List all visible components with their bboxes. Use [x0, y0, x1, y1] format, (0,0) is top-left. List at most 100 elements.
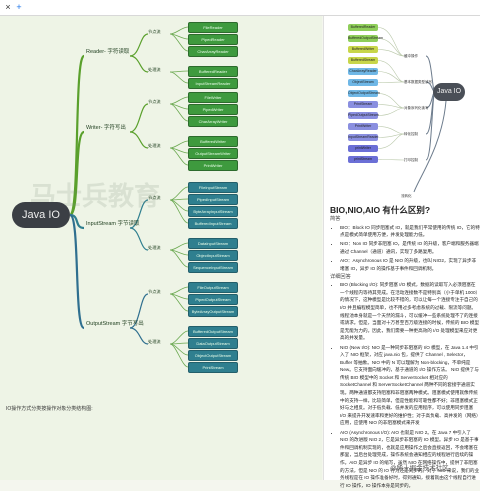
connector — [169, 343, 189, 368]
right-map-leaf: ObjectOutputStream — [348, 90, 380, 97]
mindmap-leaf: SequenceInputStream — [188, 262, 238, 273]
right-map-connectors — [377, 27, 447, 193]
mindmap-leaf: PipedReader — [188, 34, 238, 45]
detail-label: 详细回答 — [330, 273, 351, 280]
brief-item: NIO：Non IO 同步非阻塞 IO，是传统 IO 的升级，客户端和服务器端通… — [340, 240, 480, 255]
connector — [169, 242, 189, 251]
mindmap-leaf: OutputStreamWriter — [188, 148, 238, 159]
mindmap-leaf: DataOutputStream — [188, 338, 238, 349]
branch-label: Reader- 字符读取 — [86, 49, 130, 55]
group-label: 节点流 — [148, 29, 161, 34]
mindmap-leaf: FileReader — [188, 22, 238, 33]
mindmap-leaf: FileOutputStream — [188, 282, 238, 293]
branch-label: Writer- 字符写出 — [86, 125, 126, 131]
group-label: 处理流 — [148, 67, 161, 72]
mindmap-leaf: BufferedOutputStream — [188, 326, 238, 337]
connector — [129, 131, 149, 149]
connector — [129, 227, 149, 251]
connector — [413, 100, 447, 193]
right-map-leaf: BufferedStream — [348, 57, 378, 64]
connector — [169, 96, 189, 105]
connector — [377, 159, 405, 161]
right-map-leaf: InputStreamReader — [348, 134, 379, 141]
detail-item: NIO (New I/O): NIO 是一种同步非阻塞的 I/O 模型，在 Ja… — [340, 344, 480, 428]
connector — [169, 293, 189, 312]
mindmap-leaf: FileInputStream — [188, 182, 238, 193]
mindmap-leaf: ObjectInputStream — [188, 250, 238, 261]
doc-body: BIO,NIO,AIO 有什么区别? 简答 BIO：Block IO 同步阻塞式… — [330, 204, 480, 491]
right-map-leaf: CharArrayReader — [348, 68, 378, 75]
mindmap-leaf: CharArrayReader — [188, 46, 238, 57]
mindmap-leaf: PipedInputStream — [188, 194, 238, 205]
mindmap-leaf: PrintWriter — [188, 160, 238, 171]
connector — [169, 70, 189, 73]
connector — [169, 71, 189, 84]
mindmap-caption: IO操作方式分类按操作对象分类结构图: — [6, 406, 93, 412]
connector — [377, 71, 405, 83]
mindmap-leaf: PipedOutputStream — [188, 294, 238, 305]
new-tab-button[interactable]: + — [16, 2, 22, 12]
right-map-leaf: BufferedOutputStream — [348, 35, 383, 42]
group-label: 处理流 — [148, 245, 161, 250]
mindmap-leaf: ByteArrayInputStream — [188, 206, 238, 217]
connector — [68, 130, 86, 217]
right-map-leaf: PipedOutputStream — [348, 112, 379, 119]
doc-title: BIO,NIO,AIO 有什么区别? — [330, 205, 431, 215]
mindmap-connectors — [68, 26, 189, 368]
right-map-group-label: 打印控制 — [404, 158, 418, 162]
mindmap-leaf: BufferedReader — [188, 66, 238, 77]
right-map-leaf: printWriter — [348, 145, 378, 152]
connector — [169, 103, 189, 122]
mindmap-root: Java IO — [12, 202, 70, 228]
connector — [129, 55, 149, 73]
brief-label: 简答 — [330, 216, 341, 222]
connector — [377, 133, 405, 149]
group-label: 节点流 — [148, 99, 161, 104]
brief-item: AIO：Asynchronous IO 是 NIO 的升级，也叫 NIO2，实现… — [340, 257, 480, 272]
connector — [377, 126, 405, 135]
right-map-leaf: ObjectStream — [348, 79, 378, 86]
group-label: 处理流 — [148, 143, 161, 148]
connector — [169, 186, 189, 201]
mindmap-leaf: ByteArrayOutputStream — [188, 306, 238, 317]
connector — [377, 81, 405, 83]
connector — [169, 26, 189, 35]
brief-list: BIO：Block IO 同步阻塞式 IO，就是我们平常使用的传统 IO，它的特… — [330, 224, 480, 273]
group-label: 处理流 — [148, 339, 161, 344]
connector — [129, 327, 149, 345]
detail-item: BIO (Blocking I/O): 同步阻塞 I/O 模式，数据的读取写入必… — [340, 281, 480, 342]
right-map-leaf: BufferedWriter — [348, 46, 378, 53]
right-map-group-label: 基本数据类型读写 — [404, 80, 432, 84]
right-map-group-label: 对象序列化读写 — [404, 106, 429, 110]
brief-item: BIO：Block IO 同步阻塞式 IO，就是我们平常使用的传统 IO，它的特… — [340, 224, 480, 239]
close-tab-button[interactable]: × — [5, 2, 11, 12]
connector — [169, 140, 189, 149]
footer-credit: @稀土掘金技术社区 — [390, 465, 449, 472]
branch-label: InputStream 字节读取 — [86, 221, 140, 227]
right-map-leaf: BufferedReader — [348, 24, 378, 31]
connector — [169, 199, 189, 224]
mindmap-leaf: PipedWriter — [188, 104, 238, 115]
detail-item: AIO (Asynchronous I/O): AIO 也就是 NIO 2。在 … — [340, 429, 480, 490]
right-map-group-label: 缓冲操作 — [404, 54, 418, 58]
mindmap-leaf: BufferedInputStream — [188, 218, 238, 229]
connector — [68, 213, 86, 330]
connector — [129, 293, 149, 329]
connector — [377, 93, 405, 109]
connector — [169, 147, 189, 166]
right-map-leaf: PrintStream — [348, 101, 378, 108]
detail-list: BIO (Blocking I/O): 同步阻塞 I/O 模式，数据的读取写入必… — [330, 281, 480, 489]
tab-bar: × + — [0, 0, 480, 16]
connector — [169, 330, 189, 345]
connector — [169, 33, 189, 52]
mindmap-leaf: ObjectOutputStream — [188, 350, 238, 361]
right-map-root: Java IO — [433, 83, 465, 101]
group-label: 节点流 — [148, 195, 161, 200]
right-map-group-label: 转化控制 — [404, 132, 418, 136]
mindmap-leaf: CharArrayWriter — [188, 116, 238, 127]
connector — [169, 249, 189, 268]
connector — [129, 33, 149, 57]
mindmap-leaf: BufferedWriter — [188, 136, 238, 147]
mindmap-leaf: PrintStream — [188, 362, 238, 373]
